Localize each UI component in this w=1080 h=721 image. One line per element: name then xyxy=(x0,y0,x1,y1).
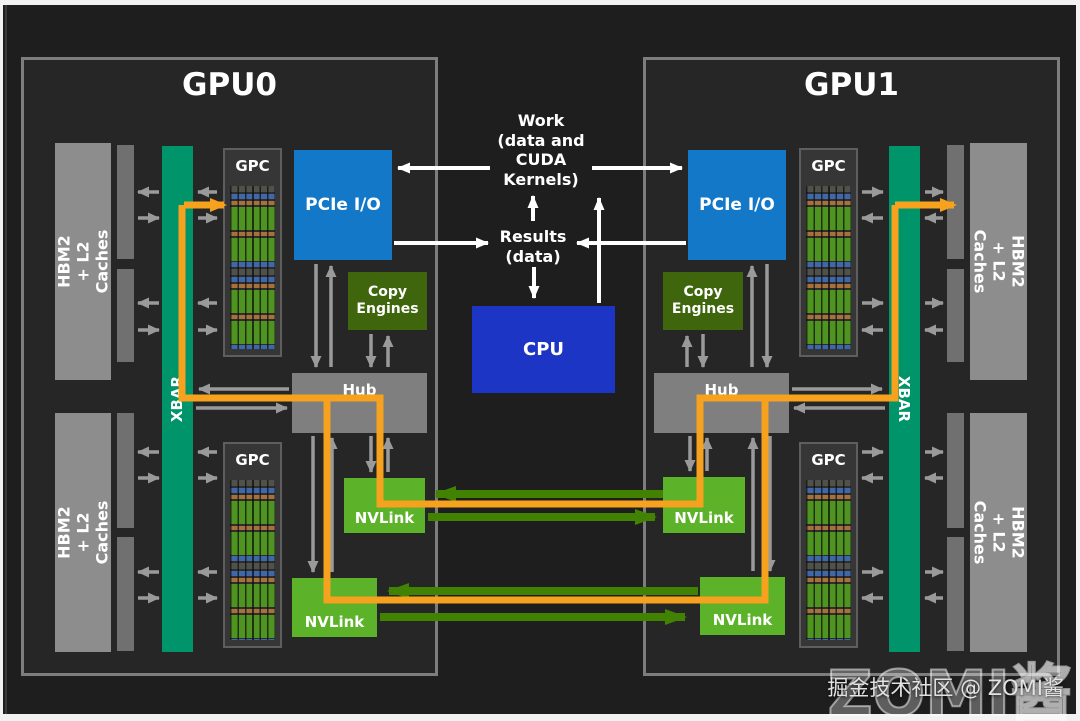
watermark-small: 掘金技术社区 @ ZOMI酱 xyxy=(827,676,1064,700)
work-data-label: Work (data and CUDA Kernels) xyxy=(497,111,585,189)
copy-engines-gpu0: Copy Engines xyxy=(348,272,427,330)
gpu1-title: GPU1 xyxy=(804,67,899,103)
l2-bar-4-gpu0 xyxy=(117,537,134,651)
gpu0-title: GPU0 xyxy=(182,67,277,103)
gpc-top-gpu0-label: GPC xyxy=(235,157,270,175)
gpc-top-gpu0-sm-grid xyxy=(230,186,275,349)
l2-bar-3-gpu1 xyxy=(947,413,964,528)
pcie-gpu0: PCIe I/O xyxy=(294,150,392,260)
gpc-bottom-gpu0-label: GPC xyxy=(235,451,270,469)
l2-bar-2-gpu0 xyxy=(117,269,134,362)
screen-frame-right xyxy=(1076,0,1080,721)
nvlink-top-gpu1-label: NVLink xyxy=(674,509,734,527)
gpc-bottom-gpu1: GPC xyxy=(799,442,858,648)
watermark-big: ZOMI酱 xyxy=(827,656,1073,721)
pcie-gpu0-label: PCIe I/O xyxy=(305,195,381,215)
nvlink-bottom-gpu1-label: NVLink xyxy=(712,611,773,629)
cpu: CPU xyxy=(472,306,615,393)
nvlink-bottom-gpu0: NVLink xyxy=(292,578,377,637)
screen-frame-left xyxy=(0,0,3,721)
orange-route-1 xyxy=(323,398,769,604)
frame-inner-line xyxy=(5,5,7,714)
gpc-bottom-gpu0-sm-grid xyxy=(230,480,275,640)
hub-gpu0: Hub xyxy=(292,373,427,433)
pcie-gpu1: PCIe I/O xyxy=(688,150,786,260)
nvlink-top-gpu1: NVLink xyxy=(663,477,745,533)
screen-frame-top xyxy=(0,0,1080,5)
l2-bar-2-gpu1 xyxy=(947,269,964,362)
hbm2-top-gpu0: HBM2 + L2 Caches xyxy=(55,143,112,380)
gpc-bottom-gpu0: GPC xyxy=(223,442,282,648)
nvlink-bottom-gpu0-label: NVLink xyxy=(304,613,365,631)
nvlink-bottom-gpu1: NVLink xyxy=(700,577,785,635)
gpc-top-gpu0: GPC xyxy=(223,148,282,357)
pcie-gpu1-label: PCIe I/O xyxy=(699,195,775,215)
gpc-bottom-gpu1-sm-grid xyxy=(806,480,851,640)
cpu-label: CPU xyxy=(522,339,565,360)
hbm2-bottom-gpu1: HBM2 + L2 Caches xyxy=(970,413,1027,652)
l2-bar-1-gpu0 xyxy=(117,145,134,259)
hbm2-bottom-gpu0: HBM2 + L2 Caches xyxy=(55,413,112,652)
hbm2-top-gpu1: HBM2 + L2 Caches xyxy=(970,143,1027,380)
l2-bar-4-gpu1 xyxy=(947,537,964,651)
l2-bar-3-gpu0 xyxy=(117,413,134,528)
copy-engines-gpu1-label: Copy Engines xyxy=(671,284,735,317)
nvlink-top-gpu0-label: NVLink xyxy=(354,509,415,527)
orange-route-0 xyxy=(178,205,899,508)
gpc-top-gpu1-sm-grid xyxy=(806,186,851,349)
gpc-top-gpu1-label: GPC xyxy=(811,157,846,175)
gpc-top-gpu1: GPC xyxy=(799,148,858,357)
copy-engines-gpu1: Copy Engines xyxy=(663,272,743,330)
screen-frame-bottom xyxy=(0,714,1080,721)
gpc-bottom-gpu1-label: GPC xyxy=(811,451,846,469)
results-data-label: Results (data) xyxy=(499,227,567,266)
copy-engines-gpu0-label: Copy Engines xyxy=(356,284,419,317)
